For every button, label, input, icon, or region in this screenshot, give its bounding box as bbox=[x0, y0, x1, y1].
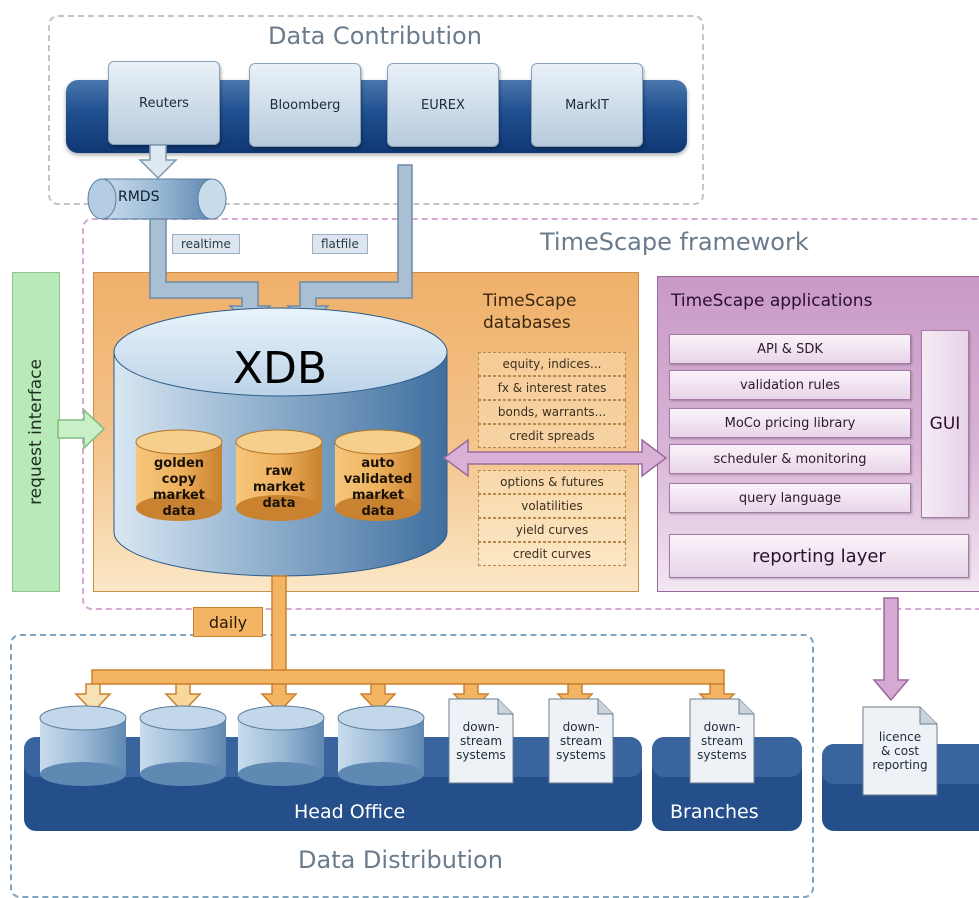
data-distribution-title: Data Distribution bbox=[290, 846, 511, 874]
db-category: volatilities bbox=[478, 494, 626, 518]
auto-validated-cylinder bbox=[334, 429, 422, 521]
app-validation-rules[interactable]: validation rules bbox=[669, 370, 911, 400]
db-category: options & futures bbox=[478, 470, 626, 494]
timescape-framework-frame bbox=[82, 218, 979, 610]
gui-box[interactable]: GUI bbox=[921, 330, 969, 518]
head-office-db-2 bbox=[139, 705, 227, 786]
realtime-tag: realtime bbox=[172, 234, 240, 254]
app-api-sdk[interactable]: API & SDK bbox=[669, 334, 911, 364]
rmds-cylinder bbox=[87, 178, 227, 220]
reporting-to-licence-arrow bbox=[872, 597, 910, 702]
app-moco-pricing-library[interactable]: MoCo pricing library bbox=[669, 408, 911, 438]
daily-tag: daily bbox=[193, 607, 263, 637]
db-category: bonds, warrants... bbox=[478, 400, 626, 424]
source-bloomberg[interactable]: Bloomberg bbox=[249, 63, 361, 147]
raw-market-data-cylinder bbox=[235, 429, 323, 521]
reuters-to-rmds-arrow bbox=[138, 144, 178, 180]
data-contribution-frame bbox=[48, 15, 704, 205]
db-category: fx & interest rates bbox=[478, 376, 626, 400]
golden-copy-cylinder bbox=[135, 429, 223, 521]
source-markit[interactable]: MarkIT bbox=[531, 63, 643, 147]
data-contribution-title: Data Contribution bbox=[260, 22, 490, 50]
timescape-applications-title: TimeScape applications bbox=[671, 291, 873, 311]
flatfile-tag: flatfile bbox=[312, 234, 368, 254]
head-office-db-1 bbox=[39, 705, 127, 786]
app-scheduler-monitoring[interactable]: scheduler & monitoring bbox=[669, 444, 911, 474]
db-category: equity, indices... bbox=[478, 352, 626, 376]
head-office-db-3 bbox=[237, 705, 325, 786]
db-category: credit curves bbox=[478, 542, 626, 566]
distribution-arrows bbox=[74, 575, 736, 714]
request-interface-panel[interactable]: request interface bbox=[12, 272, 60, 592]
db-category: yield curves bbox=[478, 518, 626, 542]
source-eurex[interactable]: EUREX bbox=[387, 63, 499, 147]
head-office-db-4 bbox=[337, 705, 425, 786]
rmds-label: RMDS bbox=[118, 189, 160, 205]
request-interface-arrow bbox=[57, 408, 106, 450]
source-reuters[interactable]: Reuters bbox=[108, 61, 220, 145]
reporting-layer-box[interactable]: reporting layer bbox=[669, 534, 969, 578]
xdb-label: XDB bbox=[232, 342, 328, 394]
db-category: credit spreads bbox=[478, 424, 626, 448]
timescape-framework-title: TimeScape framework bbox=[532, 228, 817, 256]
db-apps-link-arrow bbox=[442, 438, 668, 478]
head-office-label: Head Office bbox=[294, 801, 406, 823]
timescape-databases-title: TimeScape databases bbox=[483, 291, 577, 333]
app-query-language[interactable]: query language bbox=[669, 483, 911, 513]
branches-label: Branches bbox=[670, 801, 759, 823]
